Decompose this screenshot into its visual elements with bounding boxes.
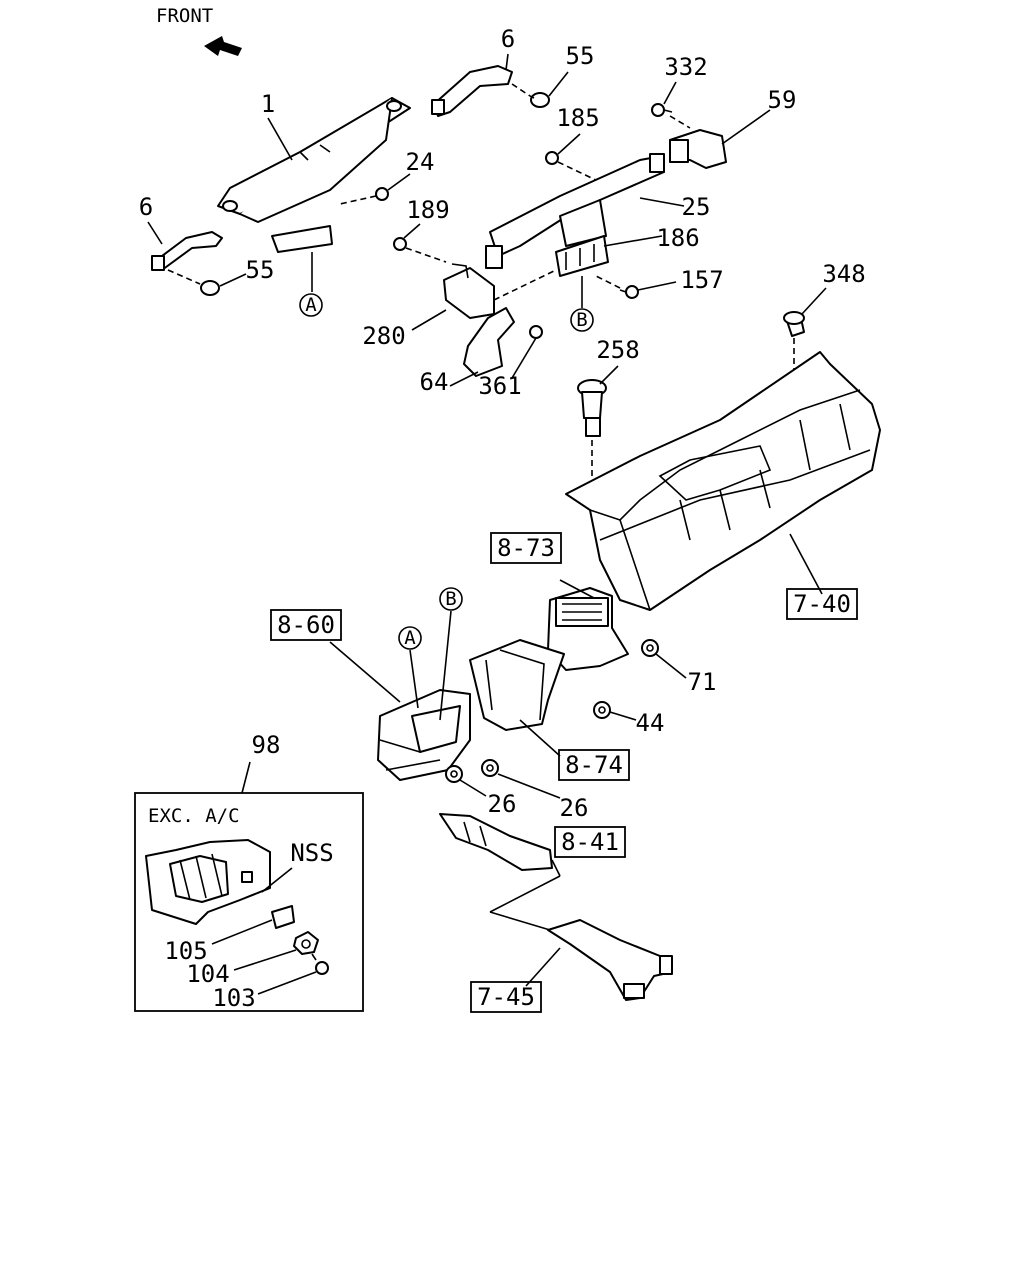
front-label: FRONT bbox=[156, 5, 213, 27]
marker-A: A bbox=[404, 627, 416, 649]
callout-348: 348 bbox=[822, 260, 865, 288]
inset-title: EXC. A/C bbox=[148, 805, 240, 827]
callout-103: 103 bbox=[212, 984, 255, 1012]
callout-55: 55 bbox=[246, 256, 275, 284]
callout-157: 157 bbox=[680, 266, 723, 294]
part-348-cap bbox=[783, 311, 805, 337]
callout-NSS: NSS bbox=[290, 839, 333, 867]
part-64-lower-duct bbox=[463, 307, 515, 377]
part-103-screw bbox=[311, 953, 329, 975]
callout-98: 98 bbox=[252, 731, 281, 759]
part-105-plate bbox=[271, 905, 295, 929]
callout-189: 189 bbox=[406, 196, 449, 224]
heater-unit bbox=[377, 689, 471, 781]
callout-71: 71 bbox=[688, 668, 717, 696]
part-25-center-duct bbox=[485, 153, 665, 269]
ref-box-frame bbox=[786, 588, 858, 620]
part-104-nut bbox=[293, 931, 319, 955]
callout-59: 59 bbox=[768, 86, 797, 114]
callout-1: 1 bbox=[261, 90, 275, 118]
blower-unit bbox=[547, 587, 629, 671]
callout-labels: 1 6 55 332 59 185 24 6 189 25 186 55 157 348 280 258 64 3… bbox=[139, 25, 866, 1012]
marker-circle bbox=[398, 626, 422, 650]
part-157-screw bbox=[619, 285, 639, 299]
callout-6: 6 bbox=[139, 193, 153, 221]
part-55-fastener-lower bbox=[200, 280, 220, 296]
part-26-nut-right bbox=[481, 759, 499, 777]
marker-A: A bbox=[305, 294, 317, 316]
inset-box bbox=[134, 792, 364, 1012]
part-6-upper-bracket bbox=[431, 65, 513, 117]
ref-box-8-74: 8-74 bbox=[565, 751, 623, 779]
ref-box-frame bbox=[558, 749, 630, 781]
callout-332: 332 bbox=[664, 53, 707, 81]
instrument-panel bbox=[565, 351, 881, 611]
ref-box-8-73: 8-73 bbox=[497, 534, 555, 562]
part-280-side-duct bbox=[443, 263, 495, 319]
callout-26: 26 bbox=[488, 790, 517, 818]
front-arrow-icon bbox=[204, 36, 242, 56]
callout-24: 24 bbox=[406, 148, 435, 176]
part-185-screw bbox=[545, 151, 559, 165]
part-332-screw bbox=[651, 103, 673, 117]
callout-25: 25 bbox=[682, 193, 711, 221]
marker-circle bbox=[439, 587, 463, 611]
reference-boxes: 8-73 7-40 8-60 8-74 8-41 7-45 bbox=[270, 532, 858, 1013]
callout-64: 64 bbox=[420, 368, 449, 396]
callout-186: 186 bbox=[656, 224, 699, 252]
ref-box-frame bbox=[470, 981, 542, 1013]
part-55-fastener-upper bbox=[529, 92, 550, 108]
part-258-sensor bbox=[577, 379, 607, 437]
evaporator-unit bbox=[469, 639, 565, 731]
callout-6: 6 bbox=[501, 25, 515, 53]
ref-box-frame bbox=[490, 532, 562, 564]
part-361-screw bbox=[529, 325, 543, 339]
callout-104: 104 bbox=[186, 960, 229, 988]
floor-duct-7-45 bbox=[547, 919, 673, 1001]
part-44-nut bbox=[593, 701, 611, 719]
part-26-nut-left bbox=[445, 765, 463, 783]
callout-105: 105 bbox=[164, 937, 207, 965]
callout-55: 55 bbox=[566, 42, 595, 70]
callout-185: 185 bbox=[556, 104, 599, 132]
callout-258: 258 bbox=[596, 336, 639, 364]
marker-B: B bbox=[576, 309, 587, 331]
marker-circle bbox=[570, 308, 594, 332]
marker-circle bbox=[299, 293, 323, 317]
callout-361: 361 bbox=[478, 372, 521, 400]
part-6-lower-bracket bbox=[151, 231, 223, 271]
circle-markers: A B A B bbox=[299, 293, 594, 650]
ref-box-frame bbox=[270, 609, 342, 641]
ref-box-7-45: 7-45 bbox=[477, 983, 535, 1011]
ref-box-8-60: 8-60 bbox=[277, 611, 335, 639]
callout-44: 44 bbox=[636, 709, 665, 737]
part-71-nut bbox=[641, 639, 659, 657]
part-24-screw bbox=[375, 187, 389, 201]
ref-box-frame bbox=[554, 826, 626, 858]
part-1-defroster-duct bbox=[217, 97, 411, 253]
marker-B: B bbox=[445, 588, 456, 610]
part-98-blower-housing bbox=[145, 839, 271, 925]
callout-26: 26 bbox=[560, 794, 589, 822]
ref-box-7-40: 7-40 bbox=[793, 590, 851, 618]
part-189-screw bbox=[393, 237, 407, 251]
part-186-duct-joint bbox=[555, 235, 609, 277]
ref-box-8-41: 8-41 bbox=[561, 828, 619, 856]
floor-duct-8-41 bbox=[439, 813, 553, 871]
callout-280: 280 bbox=[362, 322, 405, 350]
part-59-duct bbox=[669, 129, 727, 169]
